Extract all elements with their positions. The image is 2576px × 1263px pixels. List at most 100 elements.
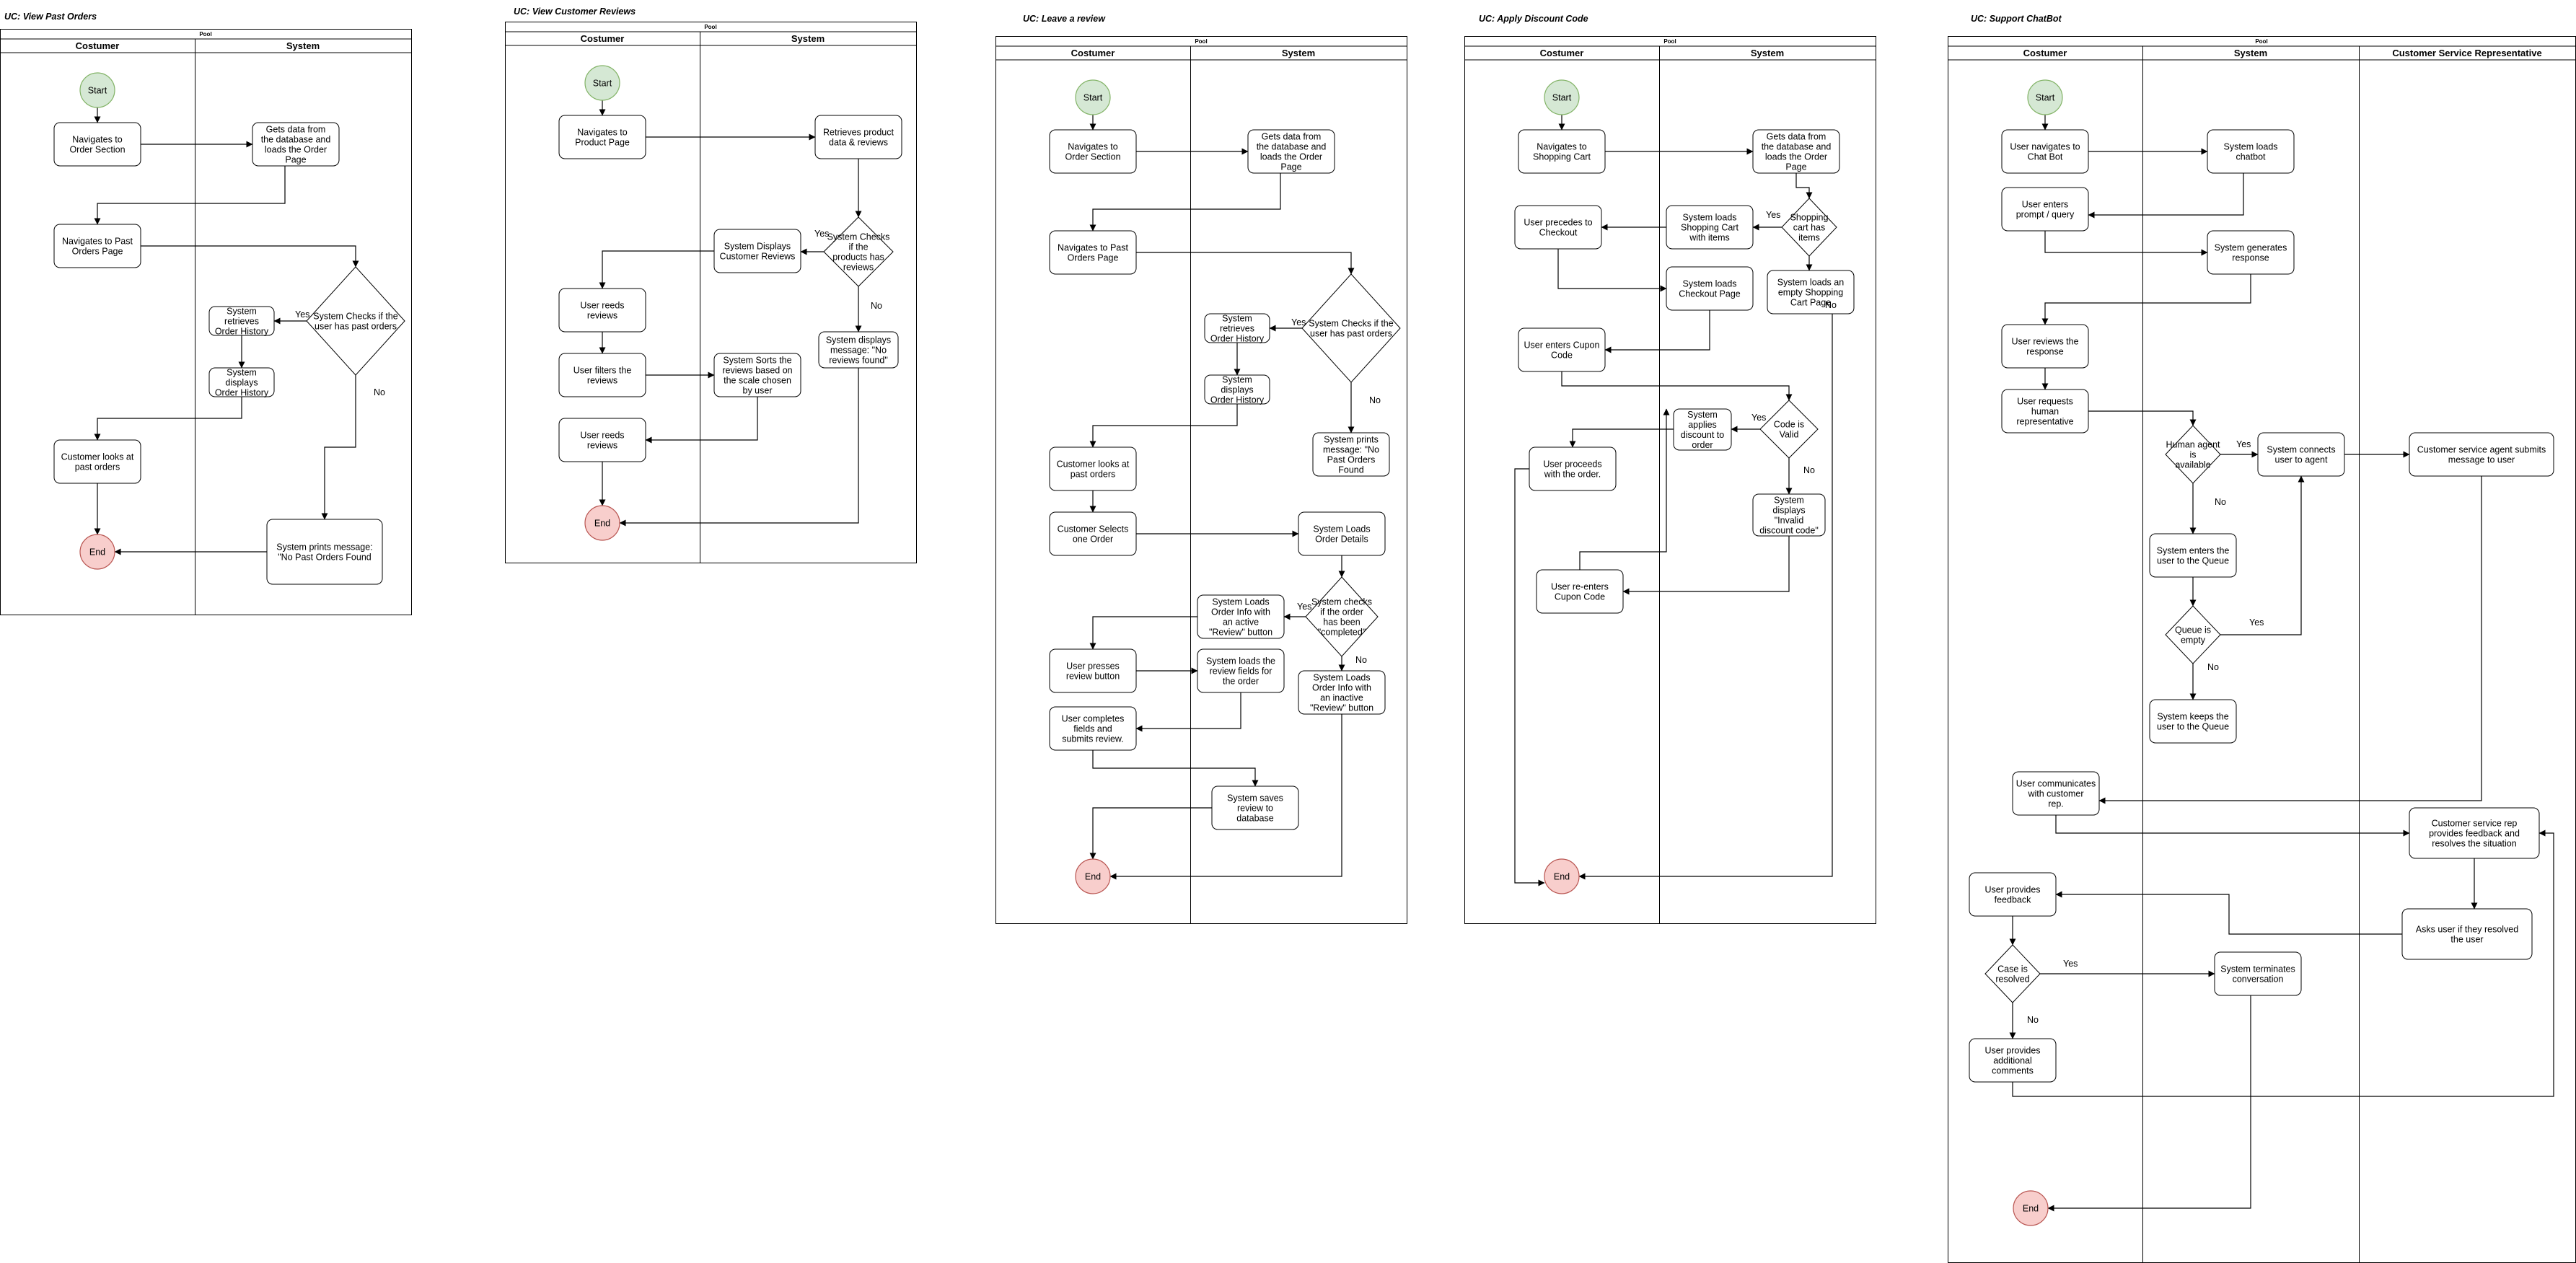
start-label: Start [593, 79, 612, 89]
flow-arrow [94, 397, 242, 441]
task-box [2001, 187, 2089, 232]
task-box [1666, 205, 1754, 250]
end-event [1544, 858, 1580, 894]
edge-label-yes: Yes [295, 309, 309, 320]
task-box [2149, 699, 2237, 744]
node-end: End [584, 505, 620, 541]
flow-arrow [1622, 536, 1790, 595]
flow-arrow [1109, 714, 1342, 880]
flow-arrow [1089, 616, 1197, 650]
edge-label-yes: Yes [1291, 317, 1306, 327]
start-event [584, 65, 620, 101]
lane-label: Costumer [581, 33, 625, 44]
flow-arrow [1795, 173, 1813, 199]
task-box [1049, 706, 1137, 751]
edge-label-no: No [1825, 300, 1837, 310]
pool-label: Pool [1663, 38, 1676, 45]
task-box [2001, 389, 2089, 434]
task-box [53, 439, 141, 484]
task-box [2001, 129, 2089, 174]
flow-arrow [94, 166, 286, 225]
diagram-title: UC: Apply Discount Code [1479, 14, 1588, 24]
flow-arrow [2088, 173, 2244, 219]
task-box [1049, 129, 1137, 174]
flow-arrow [1514, 468, 1545, 886]
task-box [2207, 129, 2295, 174]
task-box [558, 115, 646, 159]
decision-diamond [1305, 576, 1379, 657]
lane-label: Costumer [76, 40, 120, 51]
node-start: Start [1544, 79, 1580, 115]
task-box [558, 288, 646, 333]
flow-arrow [2098, 476, 2482, 804]
task-box [266, 519, 383, 585]
task-box [1211, 785, 1299, 830]
flow-arrow [2055, 891, 2402, 935]
task-box [1197, 594, 1285, 639]
edge-label-yes: Yes [2236, 439, 2251, 449]
task-box [558, 418, 646, 462]
task-box [1197, 648, 1285, 693]
task-box [814, 115, 902, 159]
edges [1514, 115, 1833, 886]
node-prints-no: System prints message:"No Past Orders Fo… [266, 519, 383, 585]
task-box [1049, 446, 1137, 491]
flow-arrow [2088, 410, 2197, 426]
edge-label-no: No [2215, 497, 2226, 507]
decision-diamond [823, 216, 894, 287]
task-box [1247, 129, 1335, 174]
task-box [1969, 1038, 2057, 1083]
task-box [1049, 511, 1137, 556]
end-event [584, 505, 620, 541]
task-box [713, 353, 801, 397]
flow-arrow [619, 368, 859, 527]
start-event [2027, 79, 2063, 115]
node-end: End [79, 534, 115, 570]
edges [2009, 115, 2554, 1212]
flow-arrow [1089, 404, 1238, 448]
task-label: System prints message:"No Past Orders Fo… [276, 542, 372, 563]
decision-diamond [1759, 400, 1819, 459]
task-box [2207, 230, 2295, 275]
